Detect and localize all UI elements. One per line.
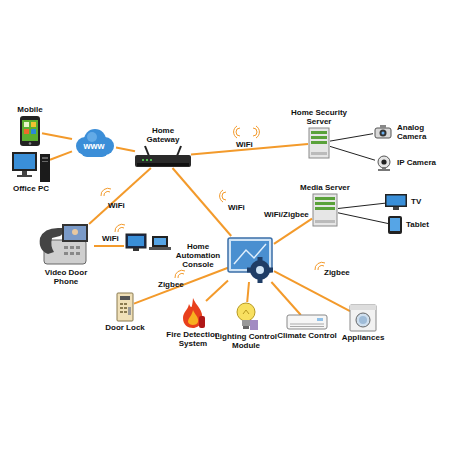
network-link bbox=[274, 219, 312, 244]
internet-cloud: www bbox=[72, 128, 116, 158]
device-label: Analog Camera bbox=[397, 123, 437, 141]
mobile-device: Mobile bbox=[18, 116, 42, 146]
device-label: Home Automation Console bbox=[172, 242, 224, 270]
appliances: Appliances bbox=[350, 305, 376, 331]
media-server: Media Server bbox=[312, 194, 338, 226]
automation-console-icon bbox=[228, 236, 274, 282]
door-lock: Door Lock bbox=[116, 293, 134, 321]
network-link bbox=[274, 271, 350, 311]
device-label: Door Lock bbox=[100, 323, 150, 332]
climate-control: Climate Control bbox=[287, 315, 327, 329]
office-pc: Office PC bbox=[12, 152, 50, 182]
link-label: WiFi bbox=[228, 203, 245, 212]
mobile-device-icon bbox=[18, 116, 42, 146]
link-label: Zigbee bbox=[324, 268, 350, 277]
network-link bbox=[247, 282, 249, 302]
network-link bbox=[173, 168, 232, 236]
lighting-module: Lighting Control Module bbox=[234, 302, 258, 330]
video-door-phone: Video Door Phone bbox=[38, 224, 94, 266]
door-lock-icon bbox=[116, 293, 134, 321]
lighting-module-icon bbox=[234, 302, 258, 330]
device-label: TV bbox=[411, 197, 441, 206]
device-label: Climate Control bbox=[275, 331, 339, 340]
tablet-device-icon bbox=[388, 216, 402, 234]
link-label: WiFi bbox=[236, 140, 253, 149]
office-pc-icon bbox=[12, 152, 50, 182]
appliances-icon bbox=[350, 305, 376, 331]
tv-device: TV bbox=[385, 194, 407, 210]
network-link bbox=[50, 151, 72, 159]
tv-device-icon bbox=[385, 194, 407, 210]
analog-camera: Analog Camera bbox=[373, 124, 393, 140]
network-link bbox=[89, 168, 151, 224]
device-label: Tablet bbox=[406, 220, 440, 229]
network-link bbox=[42, 133, 72, 139]
automation-console: Home Automation Console bbox=[228, 236, 274, 282]
network-link bbox=[206, 280, 228, 301]
home-gateway-icon bbox=[135, 146, 191, 168]
device-wire bbox=[338, 203, 385, 208]
link-label: Zigbee bbox=[158, 280, 184, 289]
network-link bbox=[134, 268, 228, 304]
device-label: Appliances bbox=[338, 333, 388, 342]
network-link bbox=[116, 148, 135, 152]
device-label: Office PC bbox=[6, 184, 56, 193]
door-phone-link bbox=[94, 245, 124, 247]
device-label: IP Camera bbox=[397, 158, 437, 167]
media-server-icon bbox=[312, 194, 338, 226]
fire-detection: Fire Detection System bbox=[180, 298, 206, 328]
ip-camera: IP Camera bbox=[375, 155, 393, 171]
device-label: Mobile bbox=[5, 105, 55, 114]
network-link bbox=[271, 282, 300, 315]
fire-detection-icon bbox=[180, 298, 206, 328]
link-label: WiFi bbox=[108, 201, 125, 210]
security-server-icon bbox=[308, 128, 330, 158]
device-label: Home Gateway bbox=[143, 126, 183, 144]
device-label: Video Door Phone bbox=[38, 268, 94, 286]
climate-control-icon bbox=[287, 315, 327, 329]
tablet-device: Tablet bbox=[388, 216, 402, 234]
device-label: www bbox=[72, 141, 116, 151]
security-server: Home Security Server bbox=[308, 128, 330, 158]
analog-camera-icon bbox=[373, 124, 393, 140]
device-label: Home Security Server bbox=[288, 108, 350, 126]
link-label: WiFi bbox=[102, 234, 119, 243]
video-door-phone-icon bbox=[38, 224, 94, 266]
device-label: Lighting Control Module bbox=[213, 332, 279, 350]
link-label: WiFi/Zigbee bbox=[264, 210, 309, 219]
wireless-waves bbox=[101, 126, 325, 278]
device-label: Media Server bbox=[294, 183, 356, 192]
device-wire bbox=[330, 146, 375, 160]
laptop-symbol bbox=[149, 236, 171, 250]
device-wire bbox=[330, 134, 373, 141]
monitor-symbol bbox=[126, 234, 146, 251]
ip-camera-icon bbox=[375, 155, 393, 171]
device-wire bbox=[338, 213, 388, 224]
home-gateway: Home Gateway bbox=[135, 146, 191, 168]
